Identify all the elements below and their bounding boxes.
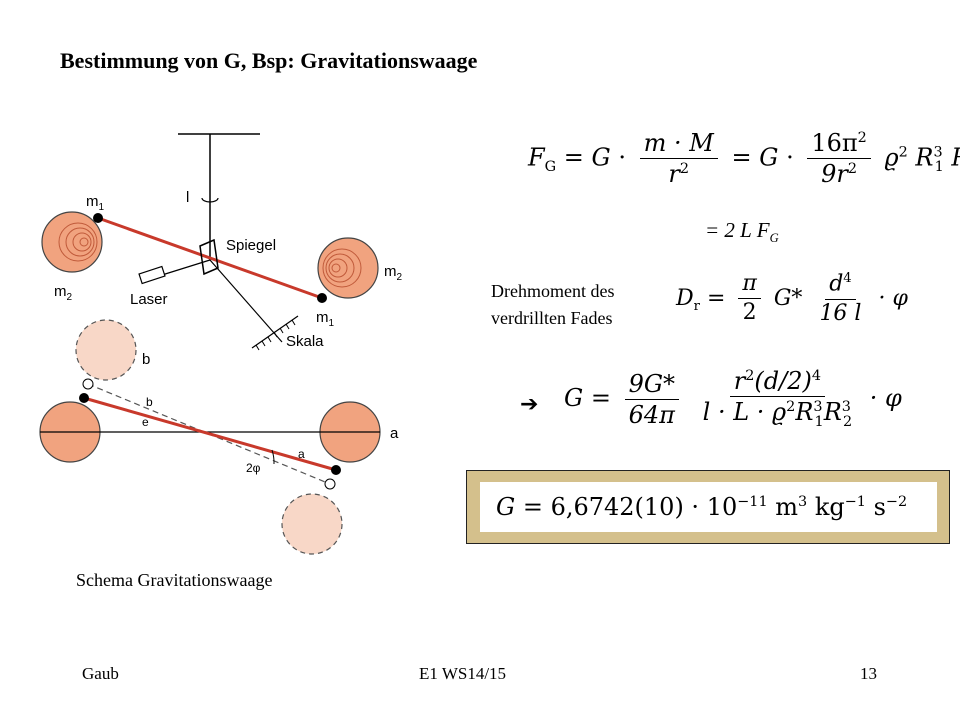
scale xyxy=(251,315,299,349)
drehmoment-label: Drehmoment des verdrillten Fades xyxy=(491,281,615,328)
label-m2-left: m2 xyxy=(54,283,73,303)
mass-right-top xyxy=(317,237,379,299)
mirror xyxy=(199,238,219,276)
footer-page-number: 13 xyxy=(860,664,877,683)
footer-author: Gaub xyxy=(82,664,119,683)
ghost-mass-b xyxy=(75,319,137,381)
mass-left-top xyxy=(41,211,103,273)
label-laser: Laser xyxy=(130,291,168,308)
label-m1-right: m1 xyxy=(316,309,335,329)
g-value-box: G = 6,6742(10) · 10−11 m3 kg−1 s−2 xyxy=(466,470,950,544)
gravitation-balance-diagram: l m1 m2 Spiegel m2 Laser m1 Skala xyxy=(39,133,403,555)
label-b-circle: b xyxy=(142,351,150,368)
label-a-line: a xyxy=(298,447,305,461)
g-value: G = 6,6742(10) · 10−11 m3 kg−1 s−2 xyxy=(496,493,908,521)
label-e: e xyxy=(142,415,149,429)
beam-top xyxy=(97,216,323,300)
label-m1-top: m1 xyxy=(86,193,105,213)
label-b-line: b xyxy=(146,395,153,409)
label-spiegel: Spiegel xyxy=(226,237,276,254)
equation-torque-product: = 2 L FG xyxy=(705,218,779,246)
label-a-circle: a xyxy=(390,425,399,442)
laser-box xyxy=(138,265,166,285)
label-m2-right: m2 xyxy=(384,263,403,283)
figure-caption: Schema Gravitationswaage xyxy=(76,570,273,590)
slide-title: Bestimmung von G, Bsp: Gravitationswaage xyxy=(60,48,478,73)
rotation-arrow-icon xyxy=(201,197,219,203)
beam-bottom xyxy=(83,396,337,472)
implies-arrow-icon: ➔ xyxy=(520,392,539,417)
label-l: l xyxy=(186,189,189,206)
footer-course: E1 WS14/15 xyxy=(419,664,507,683)
label-skala: Skala xyxy=(286,333,324,350)
label-2phi: 2φ xyxy=(246,461,261,475)
ghost-mass-a xyxy=(281,493,343,555)
